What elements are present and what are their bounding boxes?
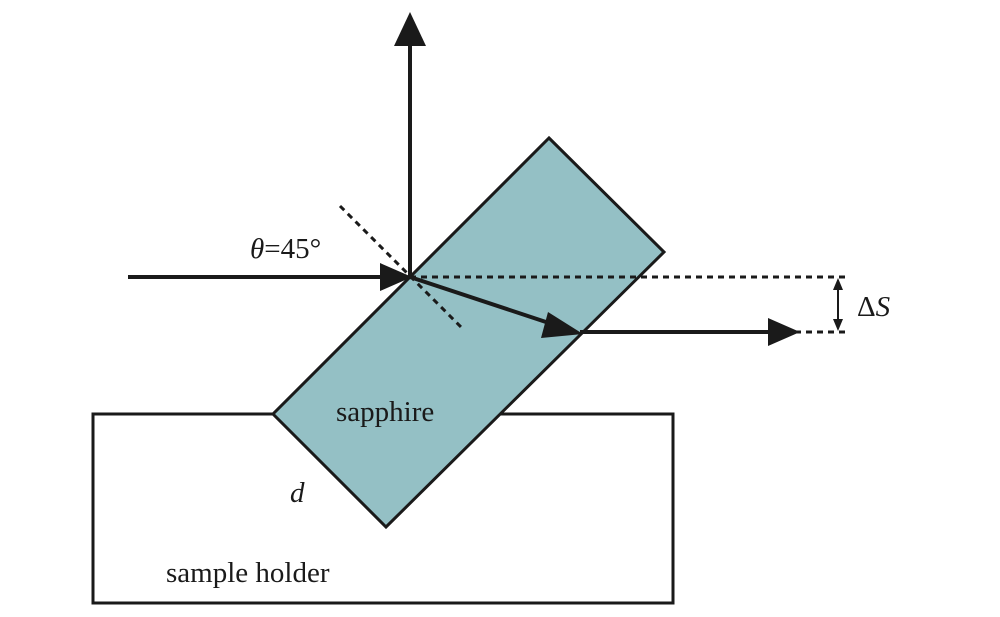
shift-symbol: S xyxy=(876,291,891,323)
crystal-label: sapphire xyxy=(336,396,434,428)
shift-label: ΔS xyxy=(857,291,891,323)
surface-normal-line xyxy=(338,204,466,332)
shift-dimension-arrow-top xyxy=(833,278,843,290)
exit-ray-arrowhead xyxy=(768,318,800,346)
theta-symbol: θ xyxy=(250,233,264,265)
incident-ray-arrowhead xyxy=(380,263,412,291)
refracted-ray-line xyxy=(409,275,553,326)
reflected-ray-arrowhead xyxy=(394,12,426,46)
incidence-angle-label: θ=45° xyxy=(250,233,321,265)
delta-symbol: Δ xyxy=(857,291,876,323)
sapphire-crystal xyxy=(270,135,667,530)
angle-value: =45° xyxy=(264,233,321,265)
holder-label: sample holder xyxy=(166,557,330,589)
thickness-label: d xyxy=(290,477,305,509)
shift-dimension-arrow-bottom xyxy=(833,319,843,331)
refracted-ray-arrowhead xyxy=(541,312,583,338)
